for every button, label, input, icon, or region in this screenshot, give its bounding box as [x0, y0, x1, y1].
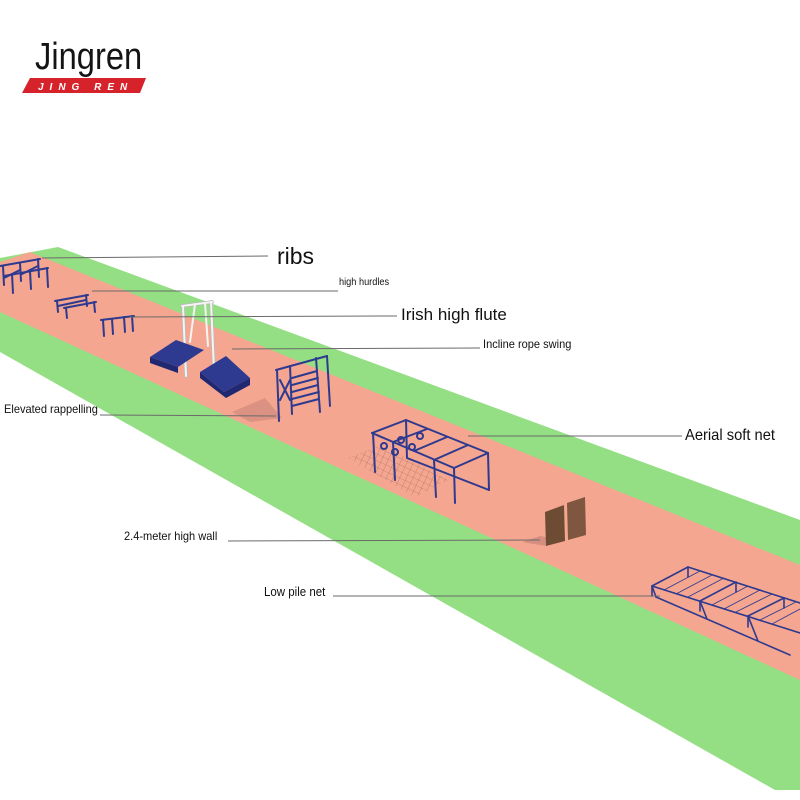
leader-line-ribs	[41, 255, 269, 259]
ramp-left-side	[150, 357, 178, 373]
label-low-pile-net: Low pile net	[264, 585, 326, 599]
label-aerial-soft-net: Aerial soft net	[685, 427, 776, 444]
logo-tagline: JING REN	[38, 82, 133, 93]
ribs-frame	[0, 258, 49, 294]
leader-line-elevated-rappelling	[99, 414, 277, 417]
ramp-right-top	[200, 356, 250, 392]
aerial-soft-net-frame	[371, 419, 490, 504]
rope-swing-frame	[181, 301, 215, 377]
label-high-wall: 2.4-meter high wall	[124, 529, 218, 543]
label-high-hurdles: high hurdles	[339, 277, 390, 288]
logo-name: Jingren	[35, 36, 143, 78]
leader-line-high-wall	[227, 539, 541, 542]
high-wall-panel-left	[545, 505, 565, 546]
leader-line-incline-rope-swing	[231, 347, 481, 350]
leader-lines	[41, 255, 682, 597]
irish-high-flute-frame	[100, 315, 135, 337]
label-incline-rope-swing: Incline rope swing	[483, 337, 572, 351]
leader-line-irish-high-flute	[129, 315, 398, 318]
ramp-right-side	[200, 372, 250, 398]
logo-banner	[22, 78, 146, 93]
label-irish-high-flute: Irish high flute	[401, 305, 507, 324]
label-ribs: ribs	[277, 243, 315, 269]
label-elevated-rappelling: Elevated rappelling	[4, 402, 98, 416]
ramp-left-top	[150, 340, 204, 367]
aerial-net-shadow	[348, 444, 448, 497]
low-pile-net-frame	[651, 566, 800, 656]
high-wall-panel-right	[567, 497, 586, 540]
high-hurdles-frame	[54, 294, 97, 319]
rappelling-tower	[275, 355, 331, 422]
